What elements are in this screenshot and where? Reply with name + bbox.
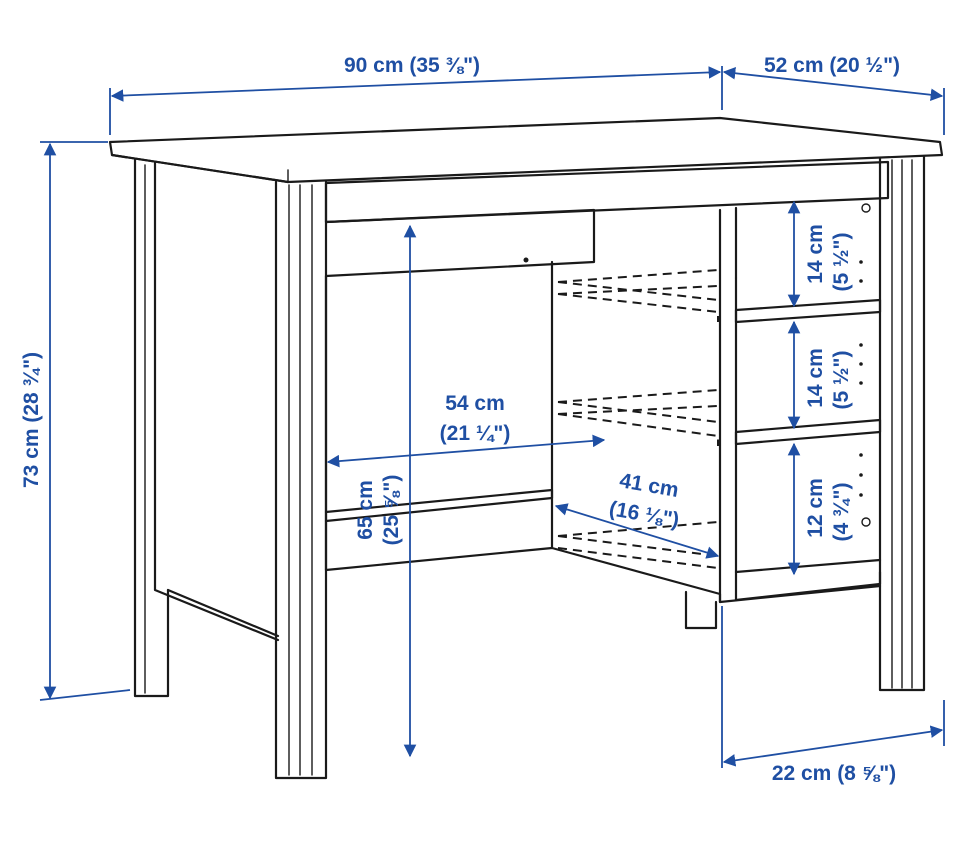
height-label: 73 cm (28 ¾") [20, 352, 43, 488]
knee-width-in-label: (21 ¼") [440, 422, 511, 445]
shelf-bottom-cm-label: 12 cm [804, 478, 827, 538]
knee-depth-cm-label: 41 cm [618, 469, 681, 502]
drawer [324, 160, 890, 278]
front-left-leg [274, 180, 328, 780]
width-label: 90 cm (35 ⅜") [344, 54, 480, 77]
left-side-panel [133, 158, 280, 698]
knee-width-cm-label: 54 cm [445, 392, 505, 415]
dimension-lines [39, 66, 945, 768]
shelf-top-cm-label: 14 cm [804, 224, 827, 284]
shelf-mid-cm-label: 14 cm [804, 348, 827, 408]
shelf-mid-in-label: (5 ½") [830, 351, 853, 410]
knee-space [324, 260, 554, 572]
shelf-bottom-in-label: (4 ¾") [830, 483, 853, 542]
desk-drawing [108, 116, 944, 780]
front-right-leg [878, 154, 926, 692]
shelf-top-in-label: (5 ½") [830, 233, 853, 292]
knee-height-cm-label: 65 cm [354, 480, 377, 540]
tabletop [108, 116, 944, 184]
shelf-depth-label: 22 cm (8 ⅝") [772, 762, 896, 785]
knee-depth-in-label: (16 ⅛") [607, 497, 681, 532]
depth-label: 52 cm (20 ½") [764, 54, 900, 77]
back-right-leg [684, 590, 718, 630]
knee-height-in-label: (25 ⅝") [380, 475, 403, 546]
